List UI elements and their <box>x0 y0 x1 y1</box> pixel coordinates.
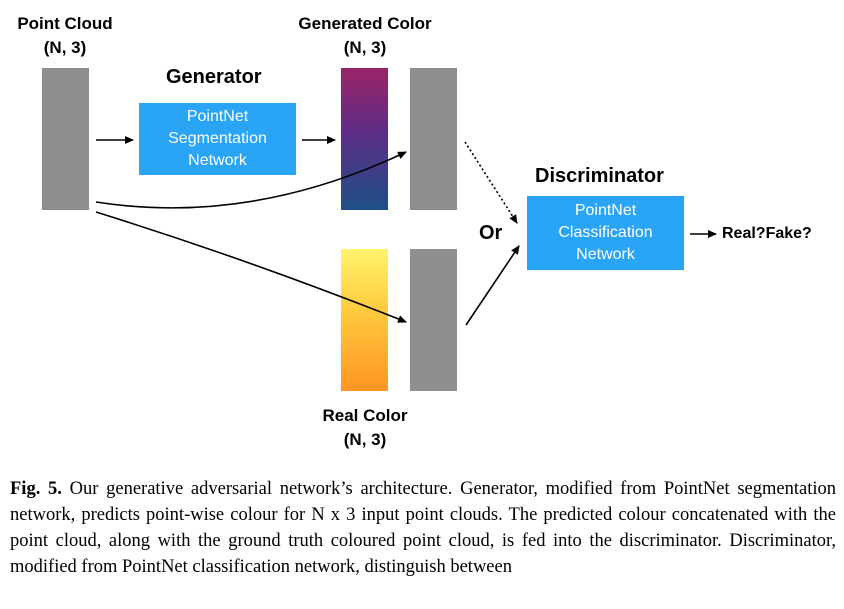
real-point-cloud-bar <box>410 249 457 391</box>
generator-heading: Generator <box>166 66 262 88</box>
discriminator-heading: Discriminator <box>535 165 664 187</box>
caption-text: Our generative adversarial network’s arc… <box>10 479 836 577</box>
dotted-arrow-generated-to-discriminator <box>464 141 518 224</box>
arrow-real-to-discriminator <box>465 245 520 326</box>
arrows-layer <box>95 136 717 326</box>
output-label: Real?Fake? <box>722 225 812 242</box>
generator-box-line1: PointNet <box>186 108 249 125</box>
discriminator-box-line3: Network <box>576 246 635 263</box>
figure-caption: Fig. 5. Our generative adversarial netwo… <box>10 476 836 580</box>
discriminator-network-box: PointNet Classification Network <box>527 196 684 270</box>
discriminator-box-line2: Classification <box>558 224 653 241</box>
arrow-pointcloud-to-real-concat <box>95 211 407 323</box>
real-color-label: Real Color <box>322 406 408 425</box>
generated-color-bar <box>341 68 388 210</box>
generated-color-label: Generated Color <box>298 14 432 33</box>
figure-number: Fig. 5. <box>10 479 62 499</box>
generated-color-shape-label: (N, 3) <box>343 38 387 57</box>
arrow-pointcloud-to-generated-concat <box>95 151 407 209</box>
real-color-bar <box>341 249 388 391</box>
point-cloud-label: Point Cloud <box>17 14 113 33</box>
real-color-shape-label: (N, 3) <box>343 430 387 449</box>
generator-box-line3: Network <box>188 152 247 169</box>
point-cloud-bar <box>42 68 89 210</box>
generated-point-cloud-bar <box>410 68 457 210</box>
discriminator-box-line1: PointNet <box>574 202 637 219</box>
point-cloud-shape-label: (N, 3) <box>43 38 87 57</box>
generator-box-line2: Segmentation <box>168 130 267 147</box>
or-label: Or <box>479 222 503 244</box>
generator-network-box: PointNet Segmentation Network <box>139 103 296 175</box>
